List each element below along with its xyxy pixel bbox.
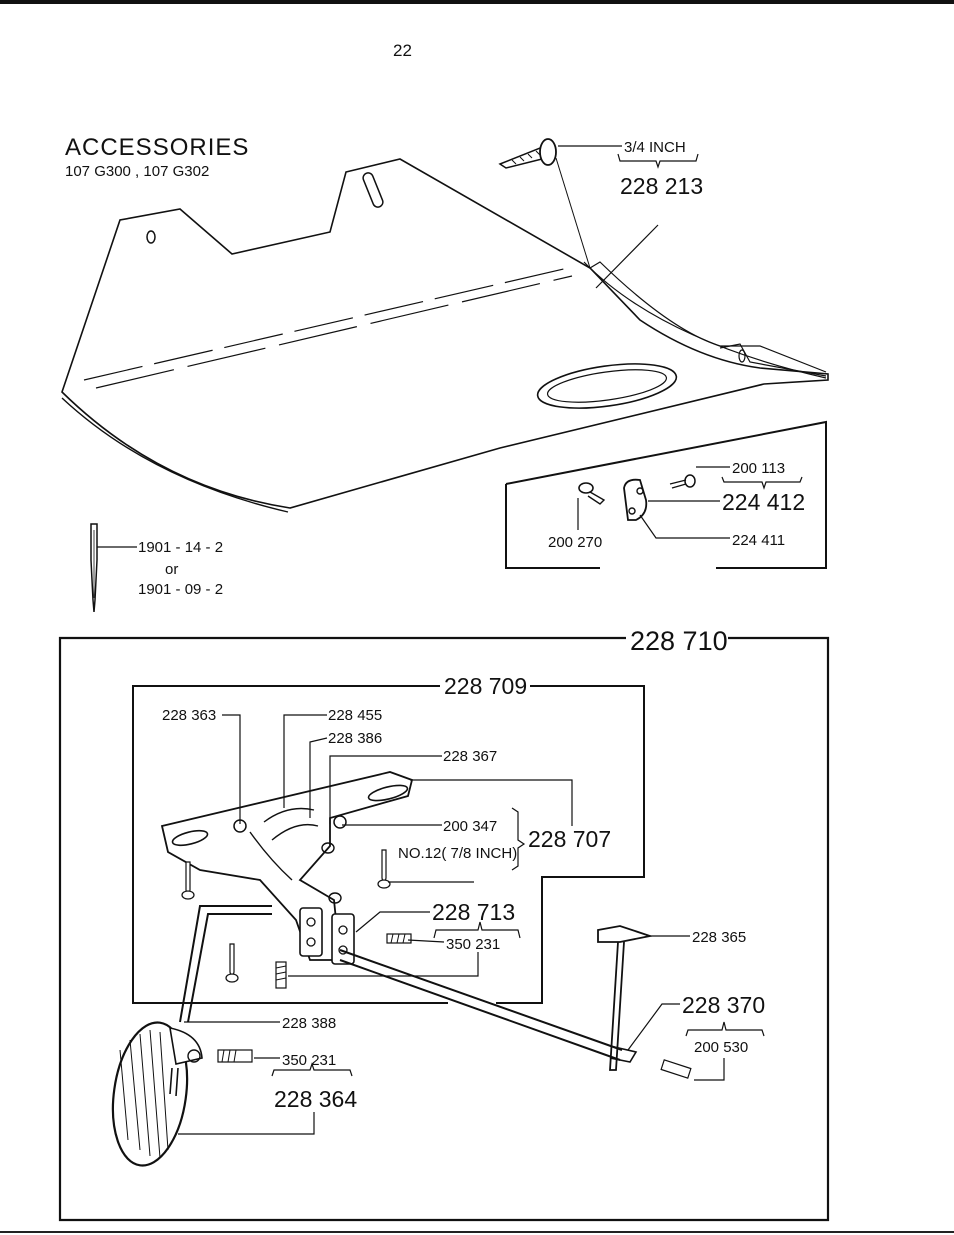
screw-size-label: 3/4 INCH <box>624 139 686 156</box>
part-228455: 228 455 <box>328 707 382 724</box>
part-228364: 228 364 <box>274 1086 357 1112</box>
needle-option-a: 1901 - 14 - 2 <box>138 539 223 556</box>
assembly-outer-number: 228 710 <box>630 626 728 656</box>
part-228363: 228 363 <box>162 707 216 724</box>
part-200530: 200 530 <box>694 1039 748 1056</box>
screw-drawing <box>498 138 557 169</box>
bracket-inset-box <box>505 420 827 569</box>
bracket-screw-a-label: 200 113 <box>732 460 785 477</box>
part-228370: 228 370 <box>682 992 765 1018</box>
needle-or: or <box>165 561 178 578</box>
part-350231-a: 350 231 <box>446 936 500 953</box>
cover-part-number: 228 213 <box>620 173 703 199</box>
bracket-subpart-label: 224 411 <box>732 532 785 549</box>
group-228707: 228 707 <box>528 826 611 852</box>
bottom-rule <box>0 1231 954 1233</box>
assembly-inner-frame <box>132 685 645 1004</box>
top-rule <box>0 0 954 4</box>
bracket-part-number: 224 412 <box>722 489 805 515</box>
part-200347: 200 347 <box>443 818 497 835</box>
part-228388: 228 388 <box>282 1015 336 1032</box>
part-228367: 228 367 <box>443 748 497 765</box>
needle-option-b: 1901 - 09 - 2 <box>138 581 223 598</box>
page-title: ACCESSORIES <box>65 134 249 161</box>
part-228713: 228 713 <box>432 899 515 925</box>
wood-screw-label: NO.12( 7/8 INCH) <box>398 845 517 862</box>
hinge-plate-drawing <box>111 771 692 1167</box>
needle-drawing <box>90 523 98 613</box>
bracket-screw-b-label: 200 270 <box>548 534 602 551</box>
part-350231-b: 350 231 <box>282 1052 336 1069</box>
part-228386: 228 386 <box>328 730 382 747</box>
part-228365: 228 365 <box>692 929 746 946</box>
assembly-outer-frame <box>58 636 830 1222</box>
page-number: 22 <box>393 41 412 60</box>
assembly-inner-number: 228 709 <box>444 673 527 699</box>
page-subtitle: 107 G300 , 107 G302 <box>65 163 209 180</box>
cover-plate-drawing <box>61 158 829 513</box>
